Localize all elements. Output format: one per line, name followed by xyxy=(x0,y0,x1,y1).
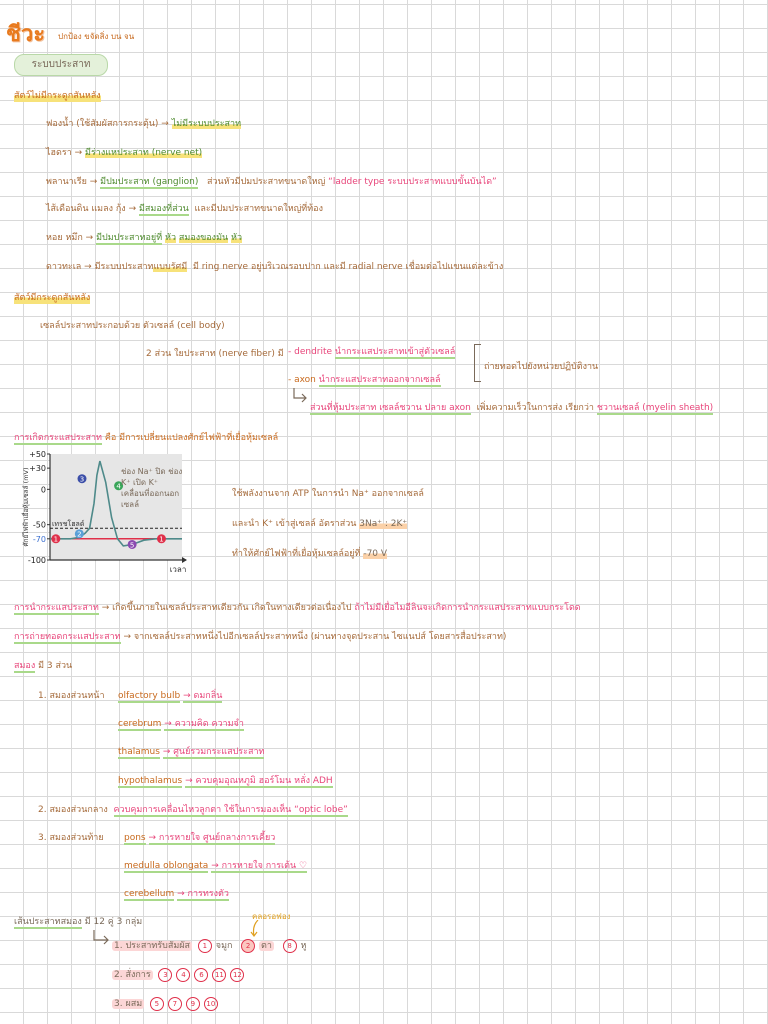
chart-y-axis-label: ศักย์ไฟฟ้าเยื่อหุ้มเซลล์ (mV) xyxy=(21,467,30,546)
hindbrain-medulla: medulla oblongata → การหายใจ การเต้น ♡ xyxy=(124,861,308,873)
heading-impulse: การเกิดกระแสประสาท คือ มีการเปลี่ยนแปลงศ… xyxy=(14,433,279,445)
heading-brain: สมอง มี 3 ส่วน xyxy=(14,661,73,673)
chart-phase-label: 1 xyxy=(54,536,58,544)
chart-phase-marker xyxy=(74,529,84,539)
chart-annotation: ช่อง Na⁺ ปิด ช่อง K⁺ เปิด K⁺ เคลื่อนที่อ… xyxy=(121,467,183,509)
callout-note: คลอรอฟอง xyxy=(252,912,291,921)
action-potential-chart: +50 +30 0 -50 -70 -100 เทรชโฮลด์ 1 2 3 4 5 1 ศักย์ไฟฟ… xyxy=(20,448,190,576)
chart-phase-label: 5 xyxy=(130,541,134,549)
chart-phase-label: 2 xyxy=(77,531,81,539)
row-starfish: ดาวทะเล → มีระบบประสาทแบบรัศมี มี ring n… xyxy=(46,262,504,272)
forebrain-label: 1. สมองส่วนหน้า xyxy=(38,691,105,701)
pump-note-1: ใช้พลังงานจาก ATP ในการนำ Na⁺ ออกจากเซลล… xyxy=(232,489,424,499)
forebrain-olfactory: olfactory bulb → ดมกลิ่น xyxy=(118,691,223,703)
row-mollusc: หอย หมึก → มีปมประสาทอยู่ที่ หัว สมองของ… xyxy=(46,233,243,245)
forebrain-hypothalamus: hypothalamus → ควบคุมอุณหภูมิ ฮอร์โมน หล… xyxy=(118,776,333,788)
chart-phase-marker xyxy=(156,534,166,544)
chart-phase-marker xyxy=(51,534,61,544)
section-heading-nervous-system: ระบบประสาท xyxy=(14,54,108,76)
row-hydra: ไฮดรา → มีร่างแหประสาท (nerve net) xyxy=(46,148,203,158)
chart-phase-label: 3 xyxy=(80,476,84,484)
hindbrain-cerebellum: cerebellum → การทรงตัว xyxy=(124,889,229,901)
dendrite-row: - dendrite นำกระแสประสาทเข้าสู่ตัวเซลล์ xyxy=(288,347,456,359)
heading-cranial-nerves: เส้นประสาทสมอง มี 12 คู่ 3 กลุ่ม xyxy=(14,917,143,929)
chart-y-tick-label: -70 xyxy=(33,535,46,544)
axon-row: - axon นำกระแสประสาทออกจากเซลล์ xyxy=(288,375,441,387)
arrow-icon xyxy=(293,388,307,403)
neuron-fiber: 2 ส่วน ใยประสาท (nerve fiber) มี xyxy=(146,349,284,359)
chart-y-tick-label: +30 xyxy=(29,464,46,473)
transmission-row: การถ่ายทอดกระแสประสาท → จากเซลล์ประสาทหน… xyxy=(14,632,507,644)
forebrain-cerebrum: cerebrum → ความคิด ความจำ xyxy=(118,719,244,731)
chart-x-axis-label: เวลา xyxy=(170,565,187,574)
chart-phase-marker xyxy=(77,474,87,484)
chart-phase-label: 1 xyxy=(159,536,163,544)
hindbrain-label: 3. สมองส่วนท้าย xyxy=(38,833,104,843)
chart-phase-marker xyxy=(127,539,137,549)
chart-phase-marker xyxy=(114,481,124,491)
neuron-cell-body: เซลล์ประสาทประกอบด้วย ตัวเซลล์ (cell bod… xyxy=(40,321,225,331)
pump-note-3: ทำให้ศักย์ไฟฟ้าที่เยื่อหุ้มเซลล์อยู่ที่ … xyxy=(232,549,388,559)
arrow-icon xyxy=(93,930,109,945)
chart-x-arrow xyxy=(182,557,187,563)
action-potential-chart-svg: +50 +30 0 -50 -70 -100 เทรชโฮลด์ 1 2 3 4 5 1 ศักย์ไฟฟ… xyxy=(21,450,187,574)
heading-vertebrates: สัตว์มีกระดูกสันหลัง xyxy=(14,290,91,304)
myelin-row: ส่วนที่หุ้มประสาท เซลล์ชวาน ปลาย axon เพ… xyxy=(310,403,714,415)
chart-y-tick-label: -50 xyxy=(33,521,46,530)
page-title: ชีวะ xyxy=(6,22,46,47)
midbrain-row: 2. สมองส่วนกลาง ควบคุมการเคลื่อนไหวลูกตา… xyxy=(38,805,348,817)
heading-invertebrates: สัตว์ไม่มีกระดูกสันหลัง xyxy=(14,88,101,102)
pump-note-2: และนำ K⁺ เข้าสู่เซลล์ อัตราส่วน 3Na⁺ : 2… xyxy=(232,519,408,529)
row-earthworm: ไส้เดือนดิน แมลง กุ้ง → มีสมองที่ส่วน แล… xyxy=(46,204,323,216)
bracket-note: ถ่ายทอดไปยังหน่วยปฏิบัติงาน xyxy=(484,362,599,372)
title-subtitle: ปกป้อง ขจัดสิ่ง บน จน xyxy=(58,32,135,41)
conduction-row: การนำกระแสประสาท → เกิดขึ้นภายในเซลล์ประ… xyxy=(14,603,581,615)
bracket-dendrite-axon xyxy=(474,344,481,382)
chart-threshold-label: เทรชโฮลด์ xyxy=(52,519,84,528)
chart-y-tick-label: +50 xyxy=(29,450,46,459)
callout-arrow-icon xyxy=(250,920,259,937)
hindbrain-pons: pons → การหายใจ ศูนย์กลางการเคี้ยว xyxy=(124,833,276,845)
row-sponge: ฟองน้ำ (ใช้สัมผัสการกระตุ้น) → ไม่มีระบบ… xyxy=(46,119,242,129)
chart-phase-label: 4 xyxy=(116,483,121,491)
chart-y-tick-label: 0 xyxy=(41,485,46,494)
chart-y-tick-label: -100 xyxy=(28,556,46,565)
row-planaria: พลานาเรีย → มีปมประสาท (ganglion) ส่วนหั… xyxy=(46,177,497,189)
forebrain-thalamus: thalamus → ศูนย์รวมกระแสประสาท xyxy=(118,747,265,759)
